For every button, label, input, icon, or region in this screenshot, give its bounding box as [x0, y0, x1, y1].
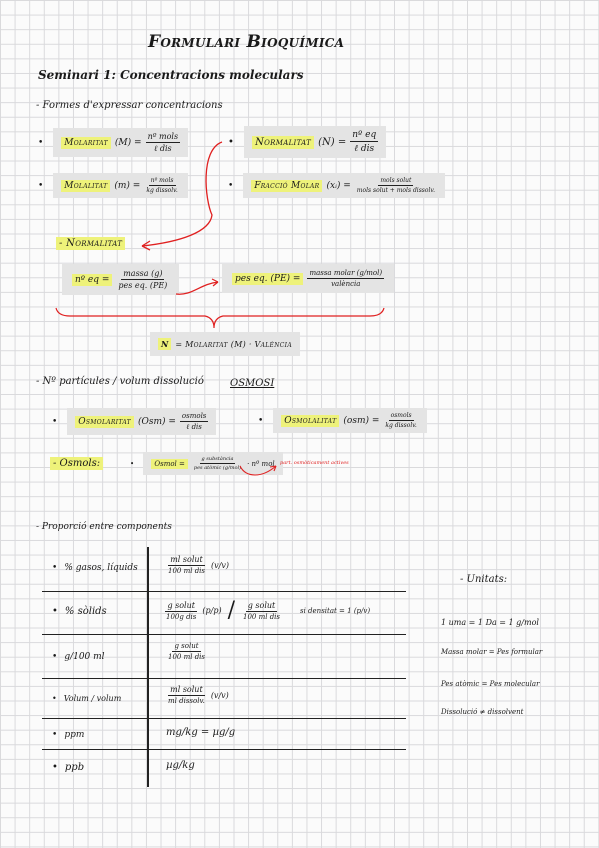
red-arrowhead-icon: [211, 278, 219, 287]
molalitat-label: Molalitat: [61, 179, 111, 192]
table-divider-vertical: [147, 547, 149, 787]
table-row-line: [42, 749, 406, 751]
page-title: Formulari Bioquímica: [148, 32, 345, 52]
unitats-item: 1 uma = 1 Da = 1 g/mol: [441, 618, 539, 627]
table-row-label: ppb: [52, 762, 84, 773]
osmolalitat-label: Osmolalitat: [281, 414, 340, 427]
normalitat-label: Normalitat: [252, 135, 315, 149]
molaritat-label: Molaritat: [61, 136, 111, 149]
table-row-label: % sòlids: [52, 606, 107, 617]
normalitat-formula: Normalitat (N) = nº eqℓ dis: [228, 126, 387, 158]
red-brace-icon: [55, 307, 385, 329]
unitats-item: Massa molar = Pes formular: [441, 648, 543, 656]
osmosi-label: OSMOSI: [230, 378, 275, 389]
table-row-formula: µg/kg: [166, 760, 195, 771]
red-arrow-icon: [141, 141, 223, 247]
table-row-line: [42, 591, 406, 593]
osmolaritat-label: Osmolaritat: [75, 415, 134, 428]
section-heading-proporcio: - Proporció entre components: [36, 522, 172, 532]
unitats-heading: - Unitats:: [460, 574, 508, 585]
unitats-item: Pes atòmic = Pes molecular: [441, 680, 540, 688]
table-row-formula: mg/kg = µg/g: [166, 727, 236, 738]
pes-equivalent-formula: pes eq. (PE) = massa molar (g/mol)valènc…: [222, 264, 395, 293]
red-arrowhead-icon: [269, 465, 277, 472]
seminar-heading: Seminari 1: Concentracions moleculars: [38, 68, 304, 82]
table-row-label: Volum / volum: [52, 694, 122, 703]
normalitat-result: N = Molaritat (M) · València: [150, 332, 300, 356]
normalitat-heading: - Normalitat: [56, 237, 126, 250]
table-row-label: ppm: [52, 730, 84, 740]
table-row-line: [42, 718, 406, 720]
osmols-heading: - Osmols:: [50, 457, 104, 470]
table-row-line: [42, 634, 406, 636]
red-arrowhead-icon: [141, 240, 151, 251]
unitats-item: Dissolució ≠ dissolvent: [441, 708, 524, 716]
osmotic-note: part. osmòticament actives: [280, 460, 349, 466]
section-heading-particules: - Nº partícules / volum dissolució: [36, 376, 204, 387]
equivalents-formula: nº eq = massa (g)pes eq. (PE): [62, 264, 180, 295]
red-osmol-arrow-icon: [239, 465, 277, 476]
table-row-label: g/100 ml: [52, 652, 104, 662]
red-connector-arrow-icon: [175, 281, 219, 295]
table-row-line: [42, 678, 406, 680]
section-heading-concentracions: - Formes d'expressar concentracions: [36, 100, 223, 111]
fraccio-molar-label: Fracció Molar: [251, 179, 323, 192]
table-row-label: % gasos, líquids: [52, 563, 138, 573]
